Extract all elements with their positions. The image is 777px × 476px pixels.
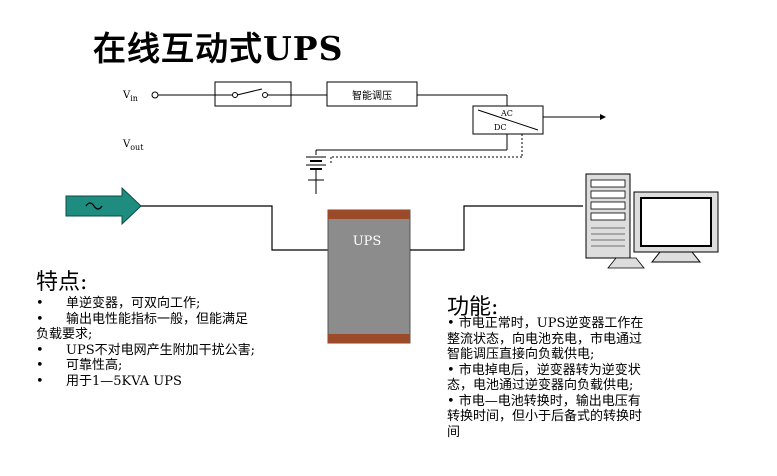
acdc-diagonal [477, 109, 539, 131]
function-line: 转换时间，但小于后备式的转换时 [447, 409, 643, 424]
ac-source-arrow [65, 186, 142, 226]
switch-contact-left [232, 92, 238, 98]
feature-item: 用于1—5KVA UPS [36, 374, 336, 390]
switch-contact-right [262, 92, 268, 98]
battery-icon [306, 156, 326, 194]
functions-list: • 市电正常时，UPS逆变器工作在整流状态，向电池充电，市电通过智能调压直接向负… [447, 316, 747, 440]
switch-box [214, 81, 292, 107]
function-line: 间 [447, 424, 461, 440]
switch-blade [236, 88, 263, 96]
acdc-bottom-label: DC [494, 123, 507, 132]
functions-heading: 功能: [447, 295, 499, 320]
function-line: 态，电池通过逆变器向负载供电; [447, 378, 634, 393]
function-line: • 市电掉电后，逆变器转为逆变状 [447, 362, 641, 378]
vin-terminal [151, 91, 159, 99]
feature-item: 负载要求; [36, 327, 93, 342]
computer-icon [585, 173, 719, 269]
feature-item: 单逆变器，可双向工作; [36, 296, 336, 312]
ups-top-band [328, 210, 410, 219]
function-line: 整流状态，向电池充电，市电通过 [447, 331, 643, 347]
function-line: • 市电—电池转换时，输出电压有 [447, 393, 641, 409]
mains-input-line [141, 205, 328, 251]
ups-label: UPS [353, 234, 382, 249]
sine-wave-icon [85, 202, 103, 210]
feature-item: 输出电性能指标一般，但能满足 [36, 312, 336, 328]
output-arrowhead [600, 114, 606, 120]
regulator-box [326, 81, 418, 107]
features-heading: 特点: [36, 270, 88, 295]
page-title: 在线互动式UPS [93, 29, 344, 68]
function-line: 智能调压直接向负载供电; [447, 347, 595, 362]
ups-bottom-band [328, 334, 410, 343]
vin-label: Vin [122, 90, 138, 103]
feature-item: UPS不对电网产生附加干扰公害; [36, 343, 336, 359]
vout-label: Vout [122, 139, 144, 152]
ups-unit [327, 209, 411, 344]
regulator-label: 智能调压 [352, 89, 392, 102]
ups-output-line [410, 205, 583, 251]
acdc-top-label: AC [500, 109, 513, 118]
features-list: 单逆变器，可双向工作;输出电性能指标一般，但能满足负载要求;UPS不对电网产生附… [36, 296, 336, 389]
function-line: • 市电正常时，UPS逆变器工作在 [447, 316, 644, 331]
feature-item: 可靠性高; [36, 358, 336, 374]
